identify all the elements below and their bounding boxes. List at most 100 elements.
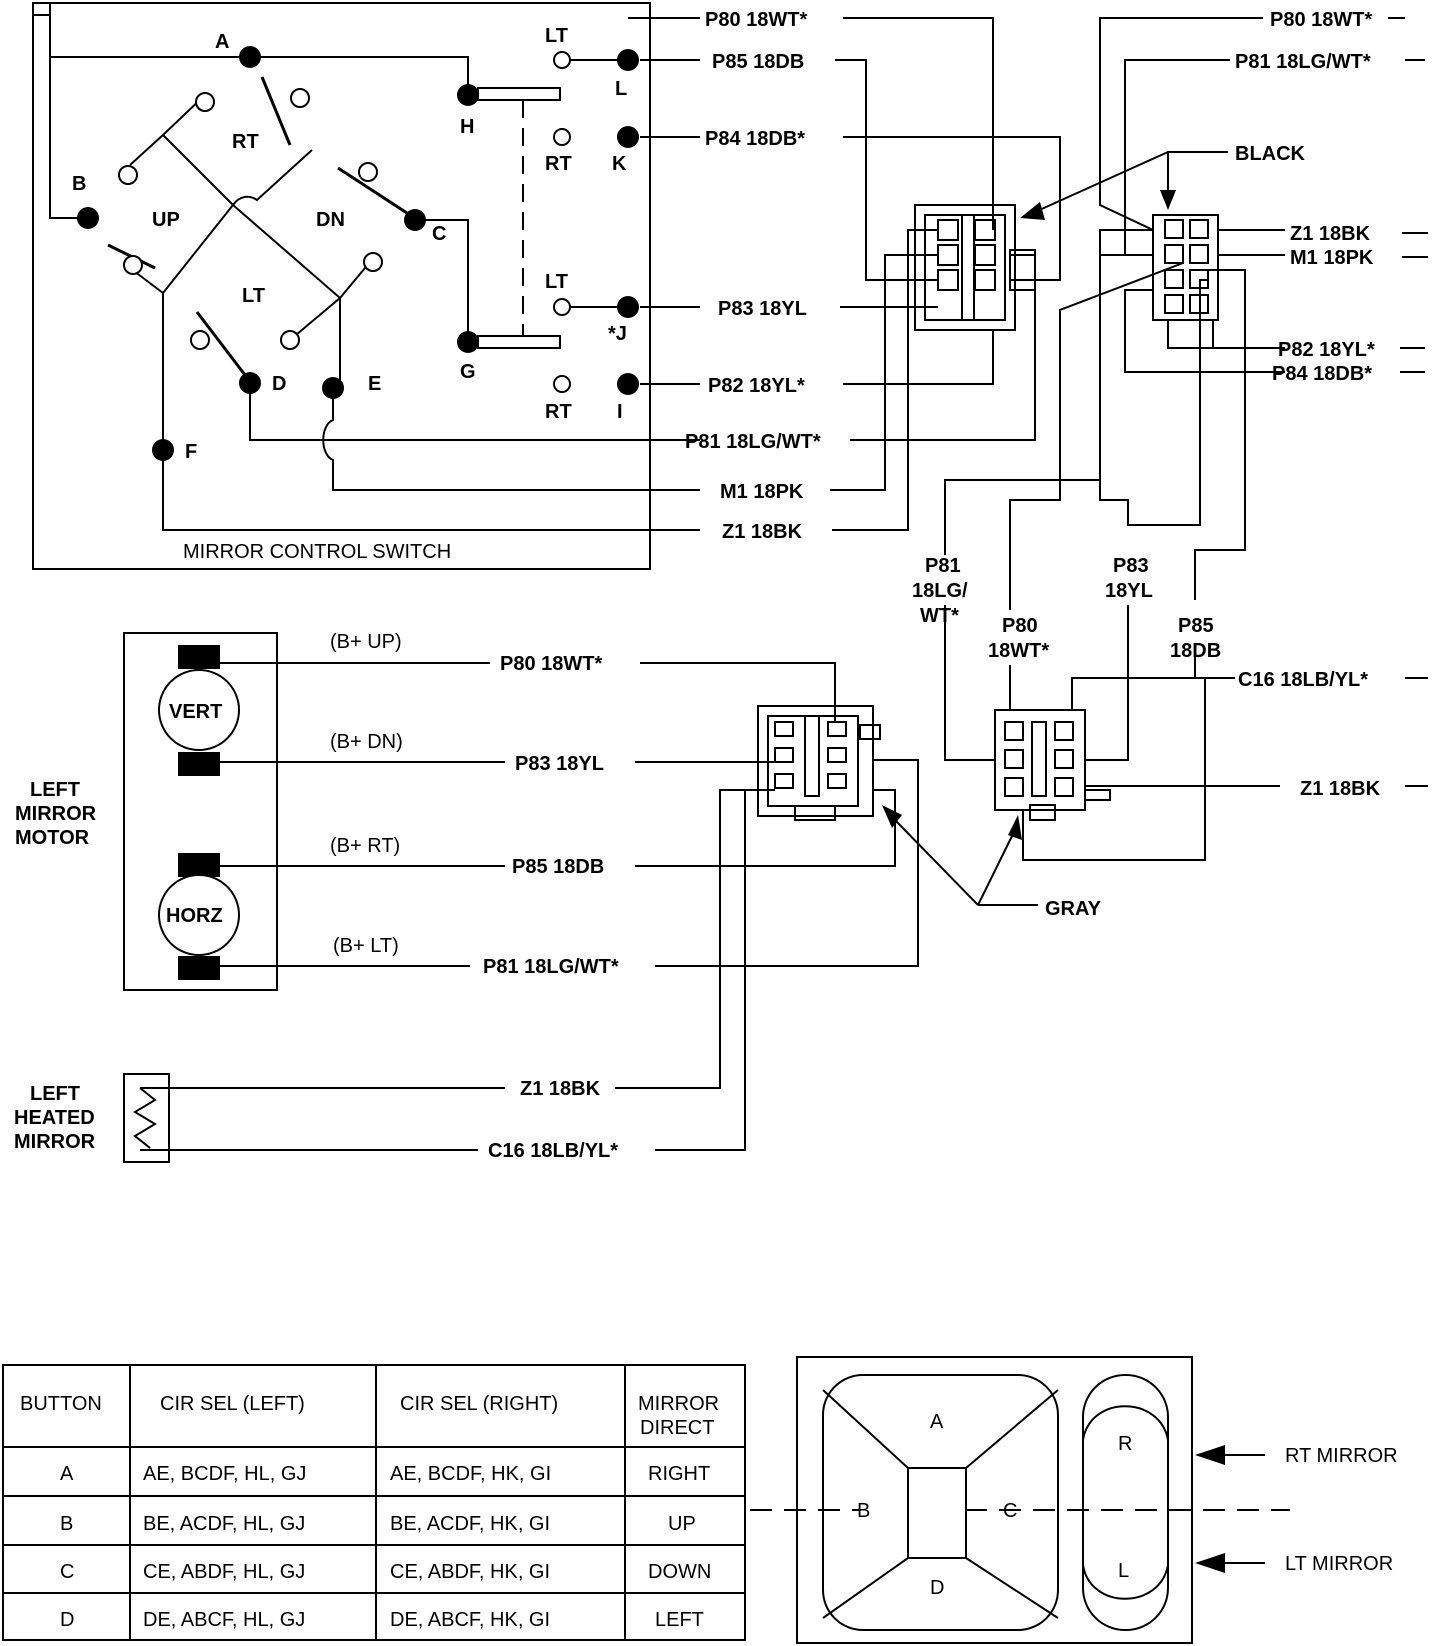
svg-text:D: D <box>272 373 286 395</box>
svg-text:P81 18LG/WT*: P81 18LG/WT* <box>483 956 619 978</box>
c16-label: C16 18LB/YL* <box>1238 669 1368 691</box>
svg-text:P85 18DB: P85 18DB <box>512 856 604 878</box>
pad-a: A <box>930 1411 944 1433</box>
svg-text:MOTOR: MOTOR <box>15 827 90 849</box>
svg-text:(B+ UP): (B+ UP) <box>330 631 402 653</box>
svg-text:P83: P83 <box>1113 555 1149 577</box>
mirror-control-switch-box <box>32 2 651 570</box>
motor-connector <box>757 705 881 821</box>
svg-text:P85: P85 <box>1178 615 1214 637</box>
left-mirror-motor-box <box>123 632 278 991</box>
heater-element-icon <box>133 1087 157 1149</box>
svg-text:P80: P80 <box>1002 615 1038 637</box>
heated-label: LEFT HEATED MIRROR <box>14 1083 96 1153</box>
header-direct-2: DIRECT <box>640 1417 714 1439</box>
svg-text:WT*: WT* <box>920 605 959 627</box>
svg-text:UP: UP <box>152 209 180 231</box>
f-wire <box>162 450 700 531</box>
svg-text:AE, BCDF, HL, GJ: AE, BCDF, HL, GJ <box>143 1463 306 1485</box>
svg-text:M1 18PK: M1 18PK <box>1290 247 1374 269</box>
svg-text:MIRROR: MIRROR <box>15 803 97 825</box>
svg-text:18YL: 18YL <box>1105 580 1153 602</box>
pad-b: B <box>857 1500 870 1522</box>
z1-label: Z1 18BK <box>1300 778 1381 800</box>
switch-connector <box>914 204 1036 331</box>
motor-signal-labels: (B+ UP) (B+ DN) (B+ RT) (B+ LT) <box>330 631 403 957</box>
row-d-button: D <box>60 1609 74 1631</box>
svg-text:RT: RT <box>545 401 572 423</box>
svg-text:(B+ DN): (B+ DN) <box>330 731 403 753</box>
svg-text:VERT: VERT <box>169 701 222 723</box>
svg-text:LEFT: LEFT <box>30 1083 80 1105</box>
svg-text:E: E <box>368 373 381 395</box>
switch-contacts <box>33 2 561 461</box>
switch-title: MIRROR CONTROL SWITCH <box>183 541 451 563</box>
svg-text:RIGHT: RIGHT <box>648 1463 710 1485</box>
svg-text:K: K <box>612 153 627 175</box>
heated-z1-label: Z1 18BK <box>520 1078 601 1100</box>
svg-text:UP: UP <box>668 1513 696 1535</box>
svg-text:P84 18DB*: P84 18DB* <box>1272 363 1372 385</box>
svg-text:(B+ RT): (B+ RT) <box>330 835 400 857</box>
svg-text:C: C <box>432 223 446 245</box>
black-label: BLACK <box>1235 143 1306 165</box>
svg-text:I: I <box>617 401 623 423</box>
pad-r: R <box>1118 1433 1132 1455</box>
gray-arrows <box>882 805 1038 906</box>
row-a-button: A <box>60 1463 74 1485</box>
svg-text:P85 18DB: P85 18DB <box>712 51 804 73</box>
svg-text:A: A <box>215 31 229 53</box>
svg-text:P83 18YL: P83 18YL <box>515 753 604 775</box>
svg-text:M1 18PK: M1 18PK <box>720 481 804 503</box>
svg-text:AE, BCDF, HK, GI: AE, BCDF, HK, GI <box>390 1463 551 1485</box>
svg-text:DE, ABCF, HK, GI: DE, ABCF, HK, GI <box>390 1609 550 1631</box>
row-b-button: B <box>60 1513 73 1535</box>
right-connector <box>1152 214 1219 349</box>
svg-text:LT: LT <box>242 285 265 307</box>
d-wire <box>249 383 700 441</box>
switch-to-connector-wires <box>830 17 1061 531</box>
svg-text:P80 18WT*: P80 18WT* <box>500 653 602 675</box>
svg-text:P83 18YL: P83 18YL <box>718 298 807 320</box>
svg-text:DOWN: DOWN <box>648 1561 711 1583</box>
truth-table: BUTTON CIR SEL (LEFT) CIR SEL (RIGHT) MI… <box>2 1364 746 1641</box>
svg-text:18LG/: 18LG/ <box>912 580 968 602</box>
header-left: CIR SEL (LEFT) <box>160 1393 305 1415</box>
svg-text:B: B <box>72 173 86 195</box>
svg-text:CE, ABDF, HK, GI: CE, ABDF, HK, GI <box>390 1561 550 1583</box>
heated-wires <box>140 789 775 1151</box>
svg-text:*J: *J <box>608 323 627 345</box>
svg-text:Z1 18BK: Z1 18BK <box>1290 223 1371 245</box>
heated-mirror-box <box>123 1073 170 1163</box>
header-direct-1: MIRROR <box>638 1393 719 1415</box>
svg-text:P81: P81 <box>925 555 961 577</box>
black-arrows <box>1020 151 1228 220</box>
svg-text:BE, ACDF, HK, GI: BE, ACDF, HK, GI <box>390 1513 550 1535</box>
pad-c: C <box>1003 1500 1017 1522</box>
svg-text:LT: LT <box>545 25 568 47</box>
svg-text:Z1 18BK: Z1 18BK <box>722 521 803 543</box>
svg-text:F: F <box>185 441 197 463</box>
pad-l: L <box>1118 1560 1129 1582</box>
switch-wire-labels: P80 18WT* P85 18DB P84 18DB* P83 18YL P8… <box>685 9 821 543</box>
svg-text:P80 18WT*: P80 18WT* <box>1270 9 1372 31</box>
switch-output-terminals <box>553 49 639 395</box>
vertical-harness-wires <box>944 229 1246 610</box>
lt-mirror-label: LT MIRROR <box>1285 1553 1393 1575</box>
svg-text:(B+ LT): (B+ LT) <box>333 935 399 957</box>
motor-wires <box>220 662 919 967</box>
right-connector-labels: P80 18WT* P81 18LG/WT* Z1 18BK M1 18PK P… <box>1235 9 1375 385</box>
svg-text:G: G <box>460 361 476 383</box>
gray-label: GRAY <box>1045 898 1102 920</box>
heated-c16-label: C16 18LB/YL* <box>488 1140 618 1162</box>
e-wire <box>322 388 700 491</box>
svg-text:RT: RT <box>545 153 572 175</box>
switch-pad: A B C D R L RT MIRROR LT MIRROR <box>750 1356 1398 1644</box>
svg-text:P84 18DB*: P84 18DB* <box>705 128 805 150</box>
svg-text:HORZ: HORZ <box>166 905 223 927</box>
svg-text:L: L <box>615 78 627 100</box>
svg-text:DN: DN <box>316 209 345 231</box>
svg-text:P80 18WT*: P80 18WT* <box>705 9 807 31</box>
rt-mirror-label: RT MIRROR <box>1285 1445 1398 1467</box>
